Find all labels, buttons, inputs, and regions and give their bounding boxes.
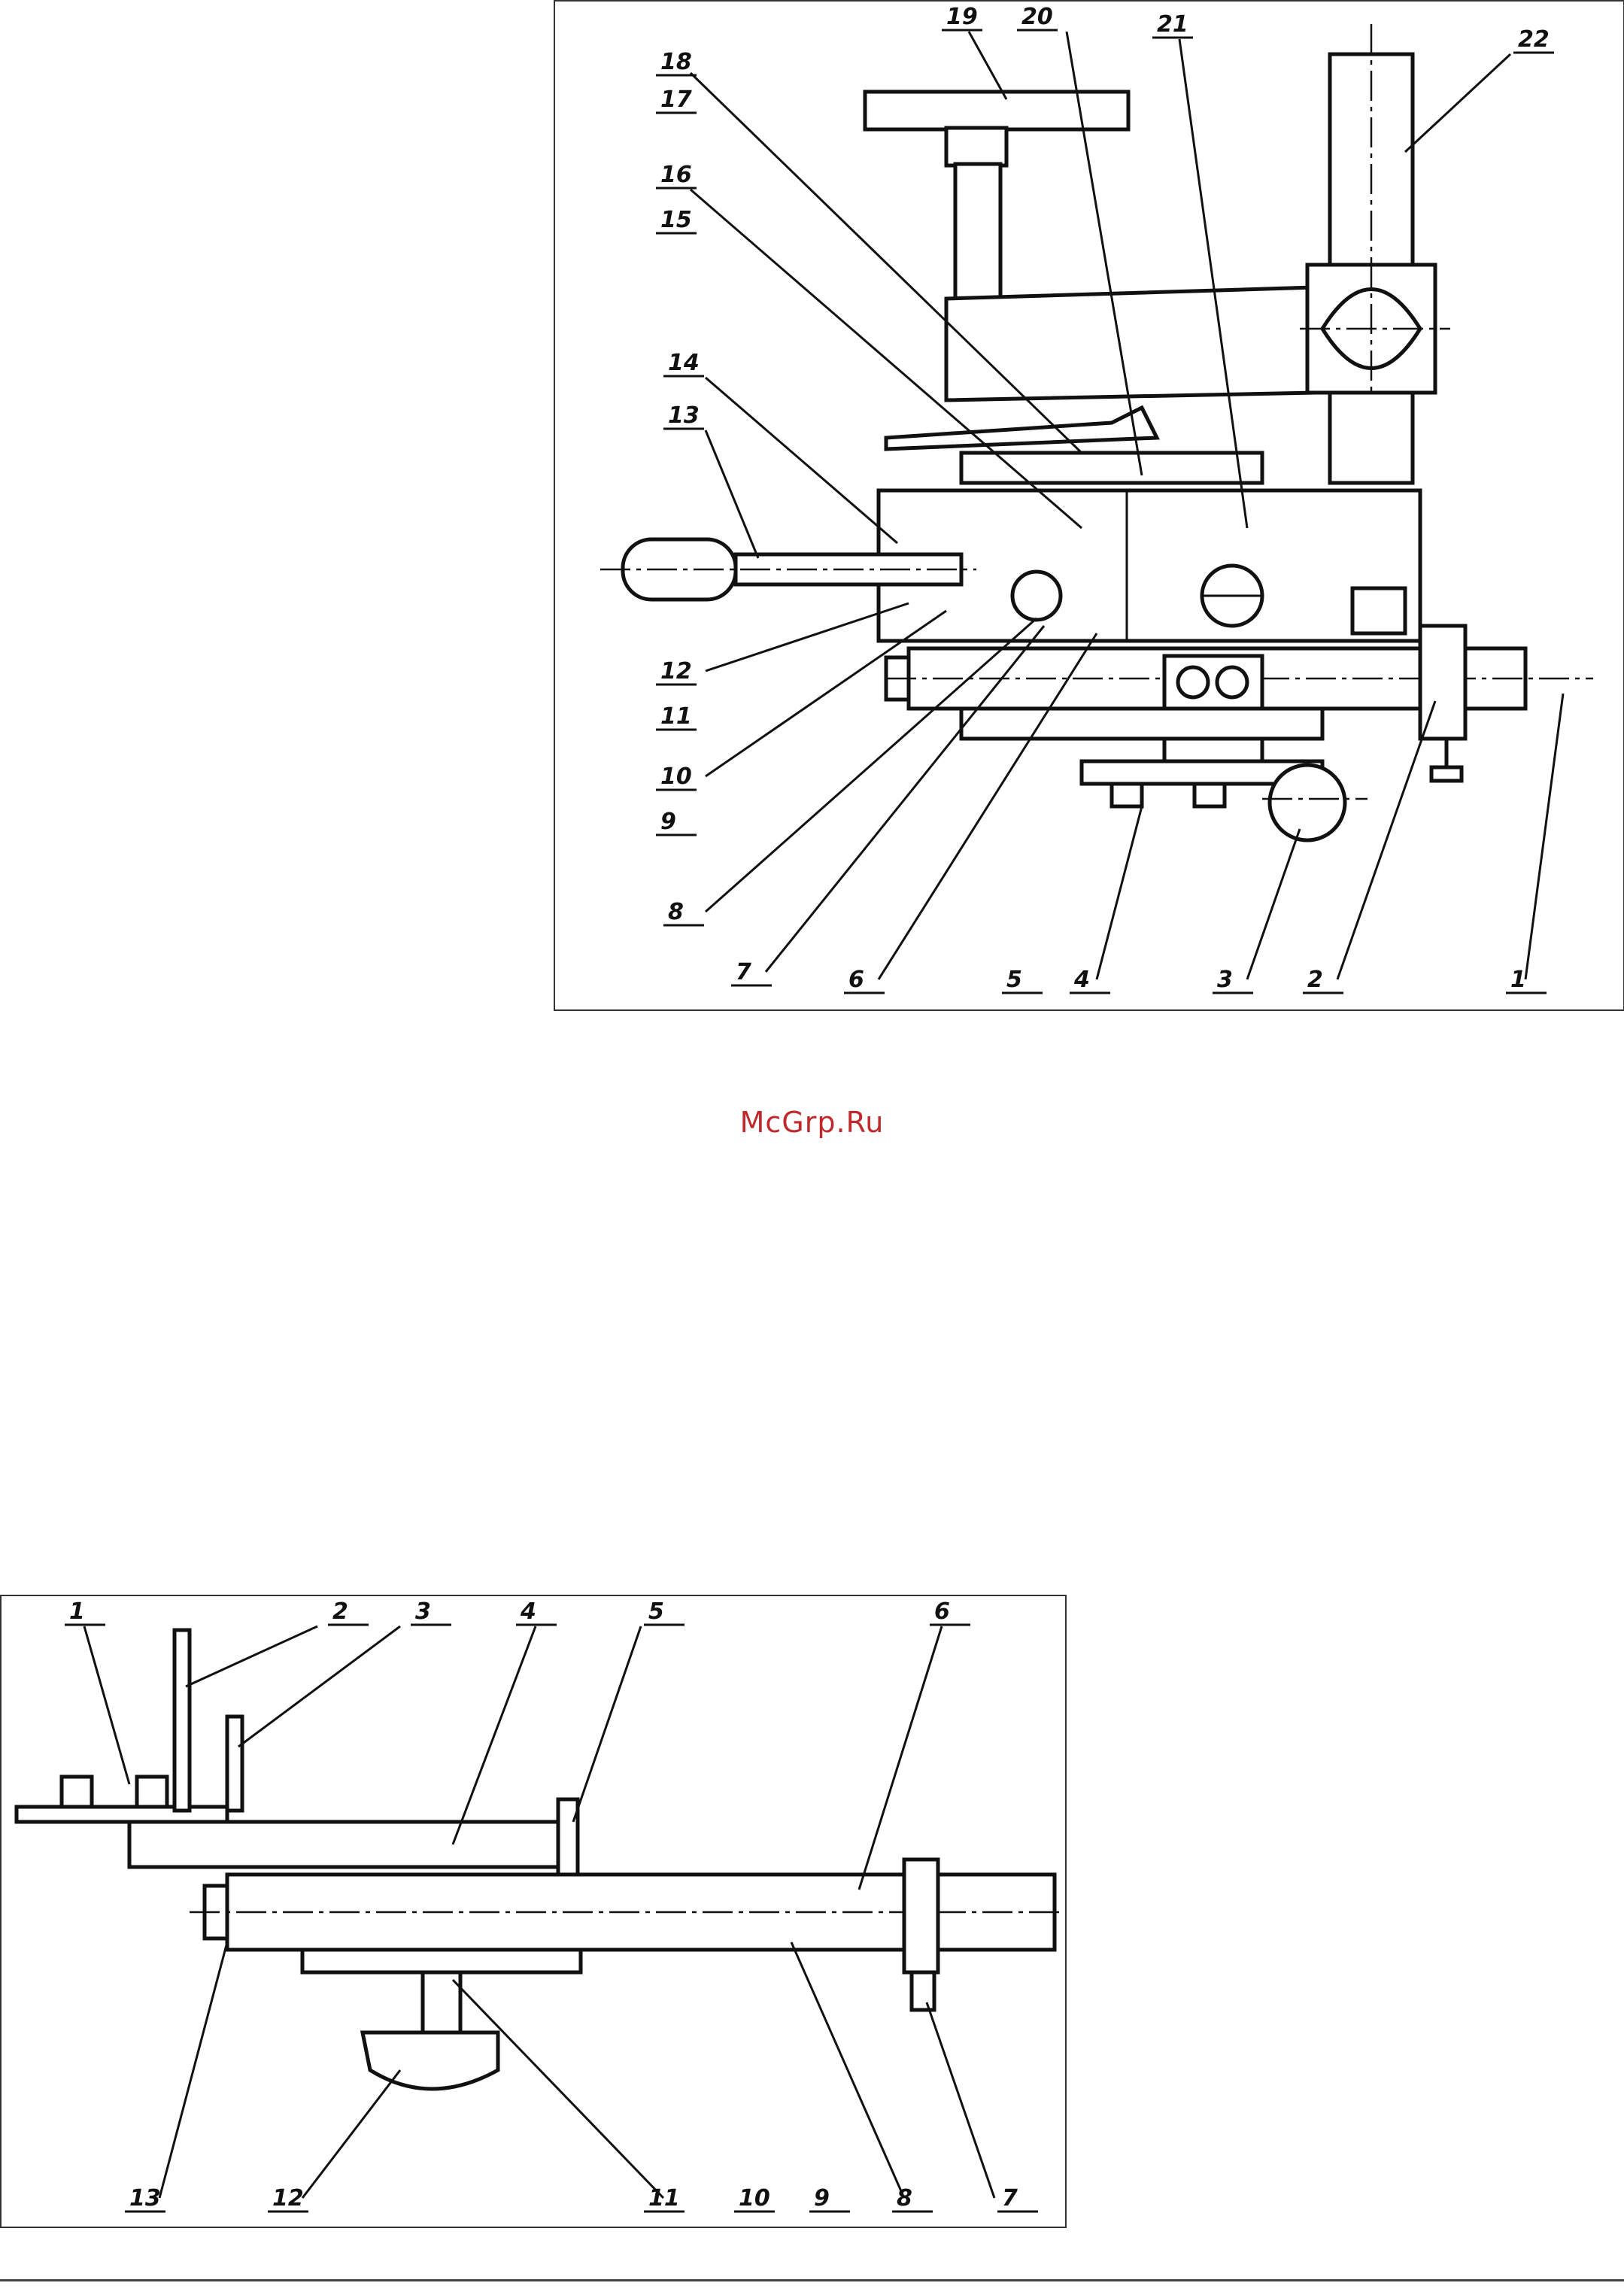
fig1-callout-10: 10 [660, 764, 692, 790]
thumb-knob [363, 2032, 498, 2089]
fig1-leader-22 [1405, 54, 1510, 152]
fig2-callout-7: 7 [1002, 2185, 1018, 2212]
fig1-callout-18: 18 [660, 49, 692, 75]
fig1-callout-12: 12 [660, 658, 692, 685]
fig1-leader-14 [706, 378, 897, 543]
fig2-leader-1 [84, 1626, 129, 1784]
base-flange [17, 1807, 227, 1822]
fig1-leader-2 [1337, 701, 1435, 979]
column-lower [1330, 393, 1413, 483]
spindle-column [955, 164, 1000, 299]
fig1-callout-5: 5 [1006, 967, 1022, 993]
fig2-leader-3 [238, 1626, 400, 1747]
nut [1352, 588, 1405, 633]
fig1-callout-16: 16 [660, 162, 692, 188]
fig1-callout-3: 3 [1217, 967, 1233, 993]
upper-housing [946, 287, 1315, 400]
fig1-leader-4 [1097, 806, 1142, 979]
upper-plate [961, 453, 1262, 483]
tall-pin [175, 1630, 190, 1811]
top-handle-bar [865, 92, 1128, 129]
fig2-callout-10: 10 [739, 2185, 770, 2212]
fig1-callout-21: 21 [1157, 11, 1188, 38]
bolt-right [137, 1777, 167, 1807]
fig1-callout-15: 15 [660, 207, 692, 233]
fig2-leader-6 [859, 1626, 942, 1890]
fig1-leader-19 [969, 32, 1006, 99]
fig2-leader-4 [453, 1626, 536, 1844]
pivot-circle [1012, 572, 1061, 620]
fig1-callout-2: 2 [1307, 967, 1323, 993]
fig2-callout-6: 6 [934, 1598, 950, 1625]
disc-plate [886, 408, 1157, 449]
short-pin [227, 1717, 242, 1811]
fig2-leader-13 [159, 1942, 227, 2198]
fig2-leader-11 [453, 1980, 663, 2198]
fig1-callout-7: 7 [736, 959, 751, 985]
fig2-callout-5: 5 [648, 1598, 664, 1625]
bracket [129, 1822, 566, 1867]
handle-hub [946, 128, 1006, 165]
fig2-callout-13: 13 [129, 2185, 161, 2212]
fig2-callout-11: 11 [648, 2185, 680, 2212]
fig1-callout-19: 19 [946, 4, 978, 30]
fig2-leader-2 [186, 1626, 317, 1686]
fig1-callout-17: 17 [660, 87, 692, 113]
fig1-leader-1 [1525, 694, 1563, 979]
fig2-leader-5 [573, 1626, 641, 1822]
fig2-callout-2: 2 [332, 1598, 348, 1625]
fig1-callout-22: 22 [1518, 26, 1550, 53]
fig2-callout-9: 9 [814, 2185, 830, 2212]
fig1-callout-14: 14 [668, 350, 700, 376]
lower-carriage [302, 1950, 581, 1972]
page-bottom-rule [0, 2279, 1624, 2281]
fig1-callout-4: 4 [1073, 967, 1090, 993]
watermark-text: McGrp.Ru [0, 1106, 1624, 1139]
fig2-leader-12 [302, 2070, 400, 2198]
fig1-leader-3 [1247, 829, 1300, 979]
fig1-callout-11: 11 [660, 703, 692, 730]
fig2-callout-12: 12 [272, 2185, 304, 2212]
fig1-callout-9: 9 [660, 809, 676, 835]
fig1-callout-13: 13 [668, 402, 700, 429]
fig2-leader-7 [927, 2002, 994, 2198]
end-stop [558, 1799, 578, 1882]
fig2-leader-8 [791, 1942, 904, 2198]
fig2-callout-4: 4 [520, 1598, 536, 1625]
fig2-callout-1: 1 [69, 1598, 85, 1625]
shaft-collar [904, 1859, 938, 1972]
fig1-callout-8: 8 [668, 899, 684, 925]
fig2-callout-3: 3 [415, 1598, 431, 1625]
bolt-left [62, 1777, 92, 1807]
fig1-callout-1: 1 [1510, 967, 1526, 993]
fig1-callout-20: 20 [1021, 4, 1053, 30]
fig2-callout-8: 8 [897, 2185, 912, 2212]
lower-rail [961, 709, 1322, 739]
fig1-callout-6: 6 [848, 967, 864, 993]
roller [1270, 765, 1345, 840]
